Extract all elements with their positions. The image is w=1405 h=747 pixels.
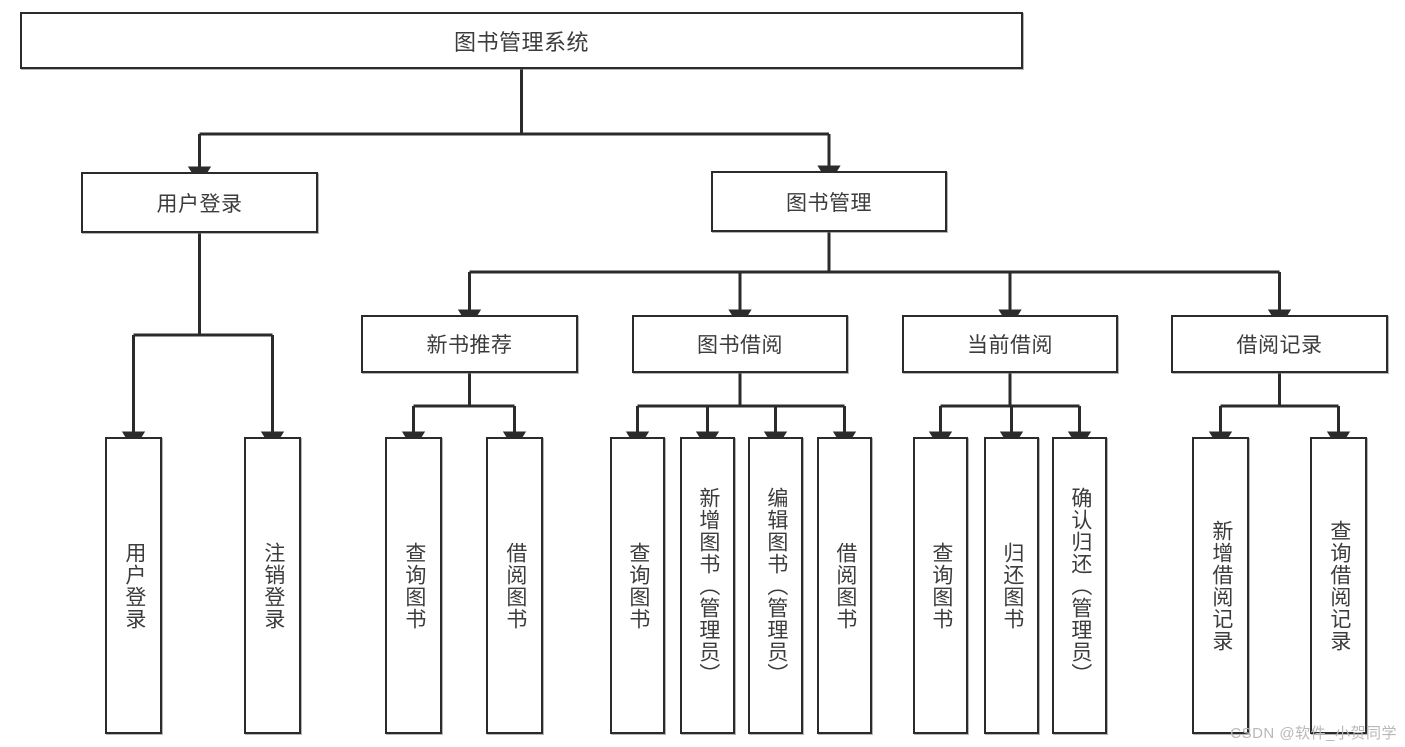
node-leaf-query-rec[interactable]: 查询借阅记录: [1310, 437, 1367, 734]
node-leaf-user-login[interactable]: 用户登录: [105, 437, 162, 734]
node-label-leaf-borrow-1: 借阅图书: [503, 541, 527, 630]
node-label-current-borrow: 当前借阅: [967, 334, 1053, 357]
node-leaf-edit-book[interactable]: 编辑图书（管理员）: [748, 437, 803, 734]
node-leaf-return[interactable]: 归还图书: [984, 437, 1039, 734]
node-label-book-borrow: 图书借阅: [697, 334, 783, 357]
node-label-leaf-confirm: 确认归还（管理员）: [1068, 486, 1092, 685]
node-leaf-add-book[interactable]: 新增图书（管理员）: [680, 437, 735, 734]
node-user-login[interactable]: 用户登录: [81, 172, 318, 233]
node-leaf-logout[interactable]: 注销登录: [244, 437, 301, 734]
node-label-leaf-query-1: 查询图书: [402, 541, 426, 630]
node-label-new-book-rec: 新书推荐: [426, 334, 513, 357]
node-leaf-query-3[interactable]: 查询图书: [913, 437, 968, 734]
node-label-leaf-logout: 注销登录: [261, 541, 285, 630]
node-label-leaf-borrow-2: 借阅图书: [833, 541, 857, 630]
edge-layer: [121, 69, 1351, 450]
node-label-borrow-record: 借阅记录: [1236, 334, 1323, 357]
node-leaf-query-1[interactable]: 查询图书: [385, 437, 442, 734]
node-label-user-login: 用户登录: [156, 192, 243, 216]
node-label-leaf-query-3: 查询图书: [929, 541, 953, 630]
node-label-leaf-add-rec: 新增借阅记录: [1209, 519, 1233, 652]
node-label-root: 图书管理系统: [453, 29, 589, 55]
node-label-leaf-add-book: 新增图书（管理员）: [696, 486, 720, 685]
node-leaf-borrow-2[interactable]: 借阅图书: [817, 437, 872, 734]
node-label-leaf-edit-book: 编辑图书（管理员）: [764, 486, 788, 685]
node-leaf-query-2[interactable]: 查询图书: [610, 437, 665, 734]
node-leaf-borrow-1[interactable]: 借阅图书: [486, 437, 543, 734]
node-current-borrow[interactable]: 当前借阅: [902, 315, 1118, 373]
watermark-text: CSDN @软件_小贺同学: [1230, 725, 1397, 742]
node-label-leaf-query-2: 查询图书: [626, 541, 650, 630]
node-root[interactable]: 图书管理系统: [20, 12, 1023, 69]
node-label-leaf-user-login: 用户登录: [122, 541, 146, 630]
node-leaf-add-rec[interactable]: 新增借阅记录: [1192, 437, 1249, 734]
node-borrow-record[interactable]: 借阅记录: [1171, 315, 1388, 373]
node-book-borrow[interactable]: 图书借阅: [632, 315, 848, 373]
node-leaf-confirm[interactable]: 确认归还（管理员）: [1052, 437, 1107, 734]
node-label-leaf-return: 归还图书: [1000, 541, 1024, 630]
node-book-manage[interactable]: 图书管理: [711, 171, 947, 232]
node-label-book-manage: 图书管理: [786, 191, 872, 215]
node-label-leaf-query-rec: 查询借阅记录: [1327, 519, 1351, 652]
node-new-book-rec[interactable]: 新书推荐: [361, 315, 578, 373]
